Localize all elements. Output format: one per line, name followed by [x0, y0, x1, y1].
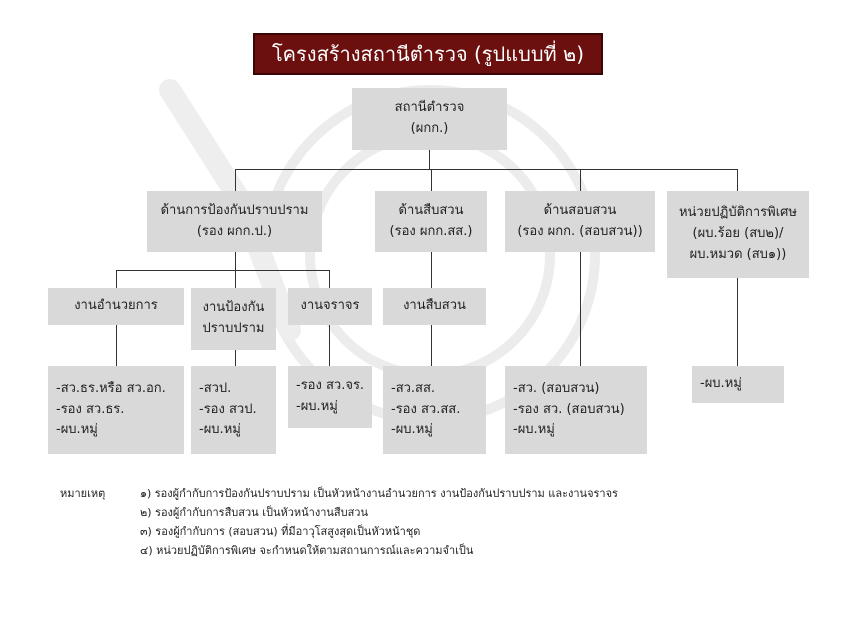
node-sublabel: (รอง ผกก. (สอบสวน)) — [517, 223, 643, 239]
staff-special: -ผบ.หมู่ — [692, 366, 784, 403]
node-label: ด้านสืบสวน — [398, 202, 464, 218]
staff-line: -ผบ.หมู่ — [199, 422, 241, 438]
staff-line: -ผบ.หมู่ — [391, 422, 433, 438]
node-label: งานจราจร — [300, 298, 360, 314]
node-label: ด้านสอบสวน — [543, 202, 617, 218]
note-item: ๓) รองผู้กำกับการ (สอบสวน) ที่มีอาวุโสสู… — [140, 525, 421, 538]
staff-line: -สวป. — [199, 380, 232, 396]
staff-line: -ผบ.หมู่ — [700, 376, 742, 392]
staff-line: -สว.สส. — [391, 380, 436, 396]
staff-line: -รอง สว. (สอบสวน) — [513, 401, 625, 417]
node-investigation-unit: งานสืบสวน — [383, 288, 486, 325]
staff-admin: -สว.ธร.หรือ สว.อก. -รอง สว.ธร. -ผบ.หมู่ — [48, 366, 184, 454]
staff-line: -ผบ.หมู่ — [513, 422, 555, 438]
node-prevention-unit: งานป้องกัน ปราบปราม — [191, 288, 276, 350]
node-label: งานสืบสวน — [403, 298, 466, 314]
node-sublabel: (รอง ผกก.ป.) — [196, 223, 273, 239]
staff-line: -สว. (สอบสวน) — [513, 380, 600, 396]
staff-prevention: -สวป. -รอง สวป. -ผบ.หมู่ — [191, 366, 276, 454]
note-item: ๔) หน่วยปฏิบัติการพิเศษ จะกำหนดให้ตามสถา… — [140, 544, 474, 557]
node-police-station: สถานีตำรวจ (ผกก.) — [352, 88, 507, 150]
staff-investigation: -สว.สส. -รอง สว.สส. -ผบ.หมู่ — [383, 366, 486, 454]
staff-line: -ผบ.หมู่ — [296, 399, 338, 414]
node-label: ปราบปราม — [202, 321, 265, 336]
node-sublabel: (รอง ผกก.สส.) — [389, 223, 473, 239]
node-investigation-division: ด้านสืบสวน (รอง ผกก.สส.) — [375, 191, 487, 252]
note-item: ๑) รองผู้กำกับการป้องกันปราบปราม เป็นหัว… — [140, 487, 618, 500]
node-sublabel: (ผบ.ร้อย (สบ๒)/ — [692, 226, 784, 242]
note-item: ๒) รองผู้กำกับการสืบสวน เป็นหัวหน้างานสื… — [140, 506, 369, 519]
staff-line: -ผบ.หมู่ — [56, 422, 98, 438]
node-special-operations-unit: หน่วยปฏิบัติการพิเศษ (ผบ.ร้อย (สบ๒)/ ผบ.… — [667, 191, 809, 278]
staff-line: -รอง สว.จร. — [296, 378, 365, 394]
staff-line: -รอง สวป. — [199, 401, 257, 417]
node-sublabel: ผบ.หมวด (สบ๑)) — [689, 246, 787, 262]
node-label: ด้านการป้องกันปราบปราม — [160, 202, 309, 218]
node-traffic-unit: งานจราจร — [288, 288, 372, 325]
staff-traffic: -รอง สว.จร. -ผบ.หมู่ — [288, 366, 372, 428]
node-label: หน่วยปฏิบัติการพิเศษ — [678, 205, 798, 221]
chart-title: โครงสร้างสถานีตำรวจ (รูปแบบที่ ๒) — [253, 33, 603, 75]
node-inquiry-division: ด้านสอบสวน (รอง ผกก. (สอบสวน)) — [505, 191, 655, 252]
staff-inquiry: -สว. (สอบสวน) -รอง สว. (สอบสวน) -ผบ.หมู่ — [505, 366, 647, 454]
staff-line: -สว.ธร.หรือ สว.อก. — [56, 380, 166, 396]
staff-line: -รอง สว.ธร. — [56, 401, 125, 417]
staff-line: -รอง สว.สส. — [391, 401, 461, 417]
notes-label: หมายเหตุ — [60, 487, 106, 500]
node-label: สถานีตำรวจ — [394, 100, 465, 116]
node-label: งานป้องกัน — [202, 300, 265, 316]
node-prevention-division: ด้านการป้องกันปราบปราม (รอง ผกก.ป.) — [147, 191, 322, 252]
node-label: งานอำนวยการ — [74, 298, 158, 314]
node-admin-unit: งานอำนวยการ — [48, 288, 184, 325]
node-sublabel: (ผกก.) — [410, 121, 449, 136]
